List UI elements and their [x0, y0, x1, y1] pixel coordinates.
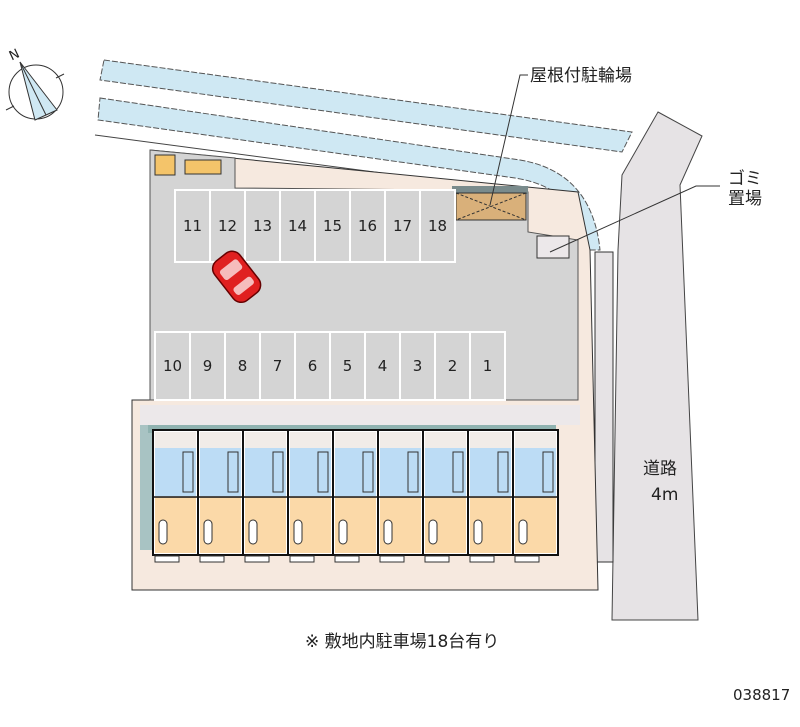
parking-stall: 8 [224, 331, 261, 401]
apartment-unit [152, 429, 199, 563]
parking-stall: 15 [314, 189, 351, 263]
apartment-unit [467, 429, 514, 563]
compass-icon: N [5, 47, 65, 121]
stall-number: 5 [343, 357, 353, 375]
stall-number: 15 [323, 217, 342, 235]
garbage-label-line2: 置場 [728, 189, 762, 209]
storage-box [154, 154, 176, 176]
stall-number: 6 [308, 357, 318, 375]
stall-number: 13 [253, 217, 272, 235]
stall-number: 12 [218, 217, 237, 235]
garbage-area [536, 235, 570, 259]
apartment-building [152, 429, 559, 563]
parking-stall: 2 [434, 331, 471, 401]
parking-stall: 7 [259, 331, 296, 401]
stall-number: 3 [413, 357, 423, 375]
parking-stall: 11 [174, 189, 211, 263]
apartment-unit [242, 429, 289, 563]
stall-number: 10 [163, 357, 182, 375]
stall-number: 2 [448, 357, 458, 375]
parking-stall: 9 [189, 331, 226, 401]
parking-stall: 14 [279, 189, 316, 263]
meter-box [184, 159, 222, 175]
parking-note: ※ 敷地内駐車場18台有り [305, 632, 499, 652]
property-id: 038817 [733, 686, 790, 704]
road-label-line1: 道路 [643, 459, 677, 479]
apartment-unit [512, 429, 559, 563]
building-shadow [140, 425, 152, 550]
road [611, 111, 703, 621]
parking-row-bottom: 10 9 8 7 6 5 4 3 2 1 [154, 331, 506, 401]
apartment-unit [377, 429, 424, 563]
stall-number: 1 [483, 357, 493, 375]
apartment-unit [422, 429, 469, 563]
parking-stall: 3 [399, 331, 436, 401]
parking-stall: 18 [419, 189, 456, 263]
walkway [140, 405, 580, 425]
bike-shelter [452, 186, 528, 221]
garbage-label-line1: ゴミ [728, 168, 762, 189]
parking-stall: 10 [154, 331, 191, 401]
apartment-unit [332, 429, 379, 563]
stall-number: 8 [238, 357, 248, 375]
stall-number: 18 [428, 217, 447, 235]
compass-north-label: N [7, 47, 22, 65]
parking-stall: 17 [384, 189, 421, 263]
stall-number: 9 [203, 357, 213, 375]
parking-stall: 13 [244, 189, 281, 263]
parking-stall: 1 [469, 331, 506, 401]
parking-stall: 5 [329, 331, 366, 401]
parking-stall: 4 [364, 331, 401, 401]
stall-number: 7 [273, 357, 283, 375]
bike-label-leader [489, 74, 528, 206]
car-icon [211, 250, 262, 304]
road-label-line2: 4m [651, 485, 678, 505]
stall-number: 4 [378, 357, 388, 375]
bike-parking-label: 屋根付駐輪場 [530, 66, 632, 86]
stall-number: 17 [393, 217, 412, 235]
canal [94, 59, 633, 563]
stall-number: 16 [358, 217, 377, 235]
apartment-unit [287, 429, 334, 563]
parking-row-top: 11 12 13 14 15 16 17 18 [174, 189, 456, 263]
stall-number: 14 [288, 217, 307, 235]
parking-stall: 6 [294, 331, 331, 401]
parking-stall: 16 [349, 189, 386, 263]
apartment-unit [197, 429, 244, 563]
garbage-label-leader [549, 185, 720, 253]
stall-number: 11 [183, 217, 202, 235]
parking-stall: 12 [209, 189, 246, 263]
